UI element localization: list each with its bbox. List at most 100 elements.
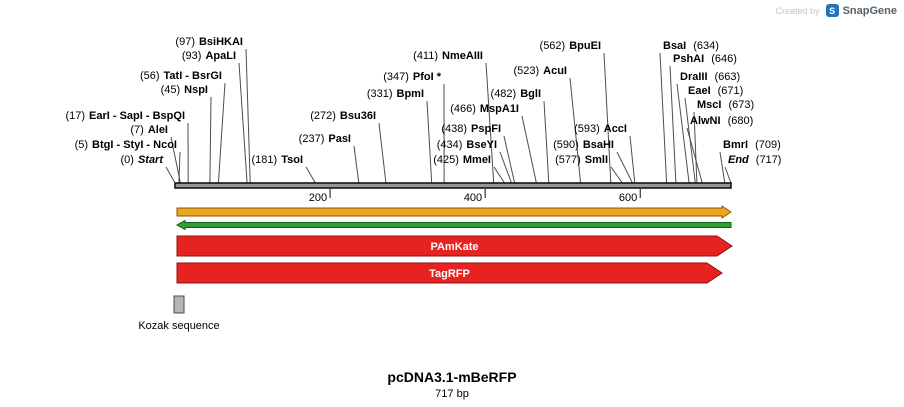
site-name: BtgI - StyI - NcoI bbox=[92, 139, 177, 151]
enzyme-site-label: (0)Start bbox=[120, 154, 163, 167]
site-connector-line bbox=[503, 135, 516, 184]
site-name: Bsu36I bbox=[339, 110, 376, 122]
snapgene-brand-name: SnapGene bbox=[842, 4, 897, 17]
site-name: MspA1I bbox=[479, 103, 519, 115]
site-connector-line bbox=[569, 77, 582, 184]
enzyme-site-label: (45)NspI bbox=[161, 84, 208, 97]
enzyme-site-label: (466)MspA1I bbox=[450, 103, 519, 116]
site-connector-line bbox=[165, 166, 176, 184]
site-position: (717) bbox=[755, 154, 782, 166]
site-position: (97) bbox=[175, 36, 195, 48]
site-position: (347) bbox=[383, 71, 409, 83]
enzyme-site-label: (523)AcuI bbox=[513, 65, 567, 78]
site-connector-line bbox=[686, 127, 703, 184]
site-position: (482) bbox=[490, 88, 517, 100]
site-connector-line bbox=[209, 96, 212, 184]
site-position: (5) bbox=[74, 139, 89, 151]
site-name: AlwNI bbox=[690, 115, 721, 127]
kozak-sequence-box-label: Kozak sequence bbox=[138, 320, 219, 332]
site-position: (331) bbox=[366, 88, 393, 100]
enzyme-site-label: (411)NmeAIII bbox=[413, 50, 483, 63]
kozak-sequence-box bbox=[173, 295, 185, 314]
watermark: Created by S SnapGene bbox=[776, 4, 897, 17]
snapgene-logo-icon: S bbox=[825, 4, 839, 17]
site-connector-line bbox=[676, 83, 690, 184]
site-connector-line bbox=[353, 145, 360, 184]
enzyme-site-label: (237)PasI bbox=[299, 133, 351, 146]
site-connector-line bbox=[493, 166, 506, 184]
enzyme-site-label: (56)TatI - BsrGI bbox=[140, 70, 222, 83]
site-name: MmeI bbox=[462, 154, 491, 166]
construct-title: pcDNA3.1-mBeRFP bbox=[387, 369, 517, 385]
enzyme-site-label: (590)BsaHI bbox=[553, 139, 614, 152]
enzyme-site-label: (562)BpuEI bbox=[540, 40, 601, 53]
forward-strand-arrow bbox=[176, 205, 732, 219]
enzyme-site-label: (7)AleI bbox=[130, 124, 168, 137]
site-name: EaeI bbox=[688, 85, 711, 97]
site-connector-line bbox=[629, 135, 636, 184]
ruler-tick-label: 400 bbox=[464, 192, 482, 204]
site-name: AccI bbox=[603, 123, 627, 135]
pamkate-feature-arrow bbox=[176, 235, 733, 257]
site-name: EarI - SapI - BspQI bbox=[89, 110, 185, 122]
site-name: End bbox=[728, 154, 749, 166]
site-name: BsaHI bbox=[582, 139, 614, 151]
enzyme-site-label: (482)BglI bbox=[491, 88, 541, 101]
site-position: (634) bbox=[693, 40, 719, 52]
site-position: (438) bbox=[441, 123, 468, 135]
site-name: DraIII bbox=[680, 71, 708, 83]
site-name: BseYI bbox=[466, 139, 497, 151]
site-position: (0) bbox=[120, 154, 134, 166]
enzyme-site-label: (438)PspFI bbox=[441, 123, 501, 136]
site-position: (17) bbox=[65, 110, 86, 122]
enzyme-site-label: EaeI (671) bbox=[688, 85, 743, 98]
site-connector-line bbox=[245, 48, 251, 184]
enzyme-site-label: (593)AccI bbox=[574, 123, 627, 136]
tagrfp-feature-arrow-label: TagRFP bbox=[429, 268, 470, 280]
enzyme-site-label: (331)BpmI bbox=[367, 88, 424, 101]
site-connector-line bbox=[305, 166, 316, 184]
site-name: BsaI bbox=[663, 40, 687, 52]
site-position: (45) bbox=[160, 84, 181, 96]
ruler-tick-label: 200 bbox=[309, 192, 327, 204]
pamkate-feature-arrow-label: PAmKate bbox=[430, 241, 478, 253]
site-position: (663) bbox=[714, 71, 741, 83]
site-position: (237) bbox=[298, 133, 325, 145]
site-connector-line bbox=[499, 151, 512, 184]
site-connector-line bbox=[724, 166, 732, 184]
site-name: SmlI bbox=[584, 154, 608, 166]
site-position: (671) bbox=[717, 85, 744, 97]
site-position: (646) bbox=[711, 53, 737, 65]
site-connector-line bbox=[616, 151, 633, 184]
enzyme-site-label: PshAI (646) bbox=[673, 53, 737, 66]
site-name: BpuEI bbox=[569, 40, 601, 52]
map-footer: pcDNA3.1-mBeRFP 717 bp bbox=[0, 369, 904, 400]
site-connector-line bbox=[693, 111, 698, 184]
sequence-bar bbox=[174, 182, 732, 189]
enzyme-site-label: BmrI(709) bbox=[723, 139, 781, 152]
enzyme-site-label: AlwNI(680) bbox=[690, 115, 753, 128]
site-position: (466) bbox=[450, 103, 476, 115]
site-name: BsiHKAI bbox=[198, 36, 243, 48]
site-name: BpmI bbox=[396, 88, 425, 100]
site-name: Start bbox=[137, 154, 163, 166]
site-position: (577) bbox=[555, 154, 581, 166]
site-position: (593) bbox=[574, 123, 600, 135]
site-connector-line bbox=[178, 151, 181, 184]
site-name: PshAI bbox=[673, 53, 705, 65]
enzyme-site-label: (17)EarI - SapI - BspQI bbox=[65, 110, 185, 123]
ruler-tick-label: 600 bbox=[619, 192, 637, 204]
site-position: (562) bbox=[539, 40, 566, 52]
site-name: BglI bbox=[520, 88, 541, 100]
enzyme-site-label: (5)BtgI - StyI - NcoI bbox=[75, 139, 177, 152]
site-name: NspI bbox=[184, 84, 208, 96]
enzyme-site-label: (434)BseYI bbox=[437, 139, 497, 152]
site-name: PspFI bbox=[471, 123, 501, 135]
site-name: NmeAIII bbox=[442, 50, 483, 62]
enzyme-site-label: BsaI (634) bbox=[663, 40, 719, 53]
site-name: BmrI bbox=[723, 139, 749, 151]
reverse-strand-arrow bbox=[175, 219, 732, 231]
enzyme-site-label: DraIII (663) bbox=[680, 71, 740, 84]
site-position: (272) bbox=[310, 110, 336, 122]
